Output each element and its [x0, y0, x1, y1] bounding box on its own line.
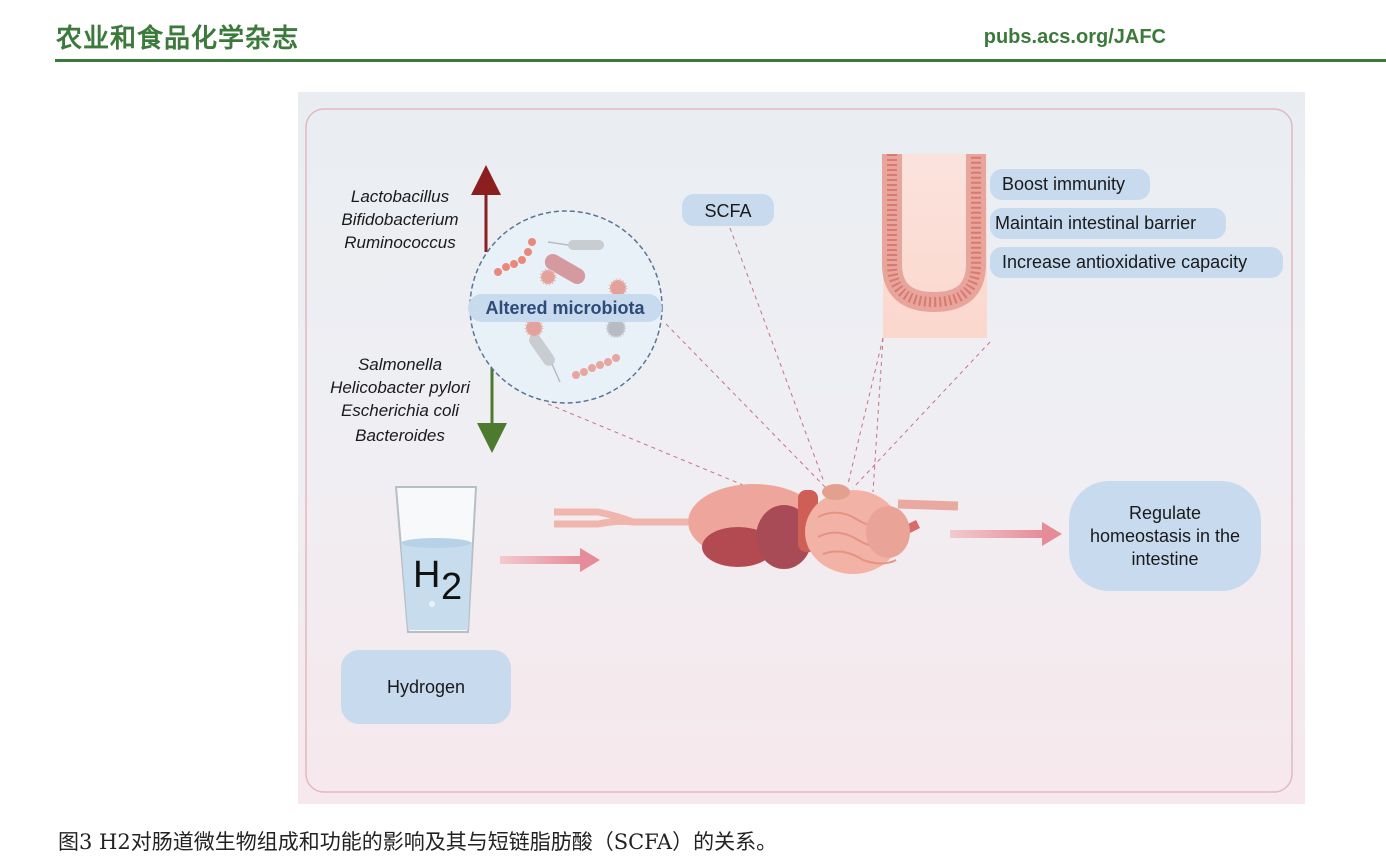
microbiota-circle: Altered microbiota	[468, 210, 663, 404]
outcome-line-1: Regulate	[1129, 503, 1201, 523]
effect-box-3	[990, 247, 1283, 278]
input-arrow	[500, 548, 600, 572]
effect-label-1: Boost immunity	[1002, 174, 1125, 194]
figure-frame	[305, 108, 1293, 793]
hydrogen-label: Hydrogen	[387, 677, 465, 697]
microbiota-label: Altered microbiota	[485, 298, 645, 318]
bacteria-down-3: Escherichia coli	[341, 401, 460, 420]
outcome-line-2: homeostasis in the	[1090, 526, 1240, 546]
hydrogen-box	[341, 650, 511, 724]
bacteria-up-2: Bifidobacterium	[341, 210, 458, 229]
bacteria-down-4: Bacteroides	[355, 426, 445, 445]
output-arrow	[950, 522, 1062, 546]
scfa-box	[682, 194, 774, 226]
bacteria-down-2: Helicobacter pylori	[330, 378, 471, 397]
intestinal-villus-illustration	[872, 154, 987, 493]
effect-box-2	[990, 208, 1226, 239]
digestive-tract-illustration	[554, 484, 959, 574]
outcome-box	[1069, 481, 1261, 591]
h2-symbol: H	[413, 554, 440, 596]
figure-panel: Lactobacillus Bifidobacterium Ruminococc…	[298, 92, 1305, 804]
bacteria-down-1: Salmonella	[358, 355, 442, 374]
journal-title: 农业和食品化学杂志	[56, 24, 300, 54]
effect-label-2: Maintain intestinal barrier	[995, 213, 1196, 233]
h2-subscript: 2	[441, 566, 462, 608]
figure-caption: 图3 H2对肠道微生物组成和功能的影响及其与短链脂肪酸（SCFA）的关系。	[58, 830, 778, 854]
journal-url[interactable]: pubs.acs.org/JAFC	[983, 26, 1166, 48]
hydrogen-water-glass: H 2	[394, 486, 478, 633]
figure-illustration: Lactobacillus Bifidobacterium Ruminococc…	[305, 108, 1293, 793]
bacteria-up-1: Lactobacillus	[351, 187, 450, 206]
outcome-line-3: intestine	[1131, 549, 1198, 569]
effect-box-1	[990, 169, 1150, 200]
header-rule	[55, 59, 1386, 62]
bacteria-up-3: Ruminococcus	[344, 233, 456, 252]
scfa-label: SCFA	[704, 201, 751, 221]
effect-label-3: Increase antioxidative capacity	[1002, 252, 1247, 272]
